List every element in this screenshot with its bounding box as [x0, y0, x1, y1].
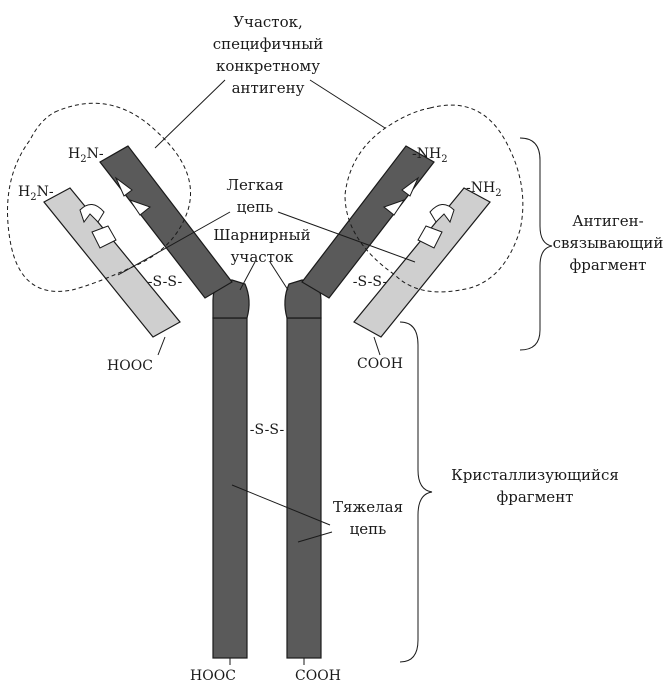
disulfide-right-fab: -S-S-: [353, 274, 388, 290]
antigen-pocket-left-light: [79, 204, 105, 224]
svg-text:Участок,: Участок,: [233, 13, 303, 31]
leader-antigen-site-right: [309, 79, 386, 129]
antigen-pocket-right-light-2: [417, 225, 443, 249]
svg-text:фрагмент: фрагмент: [497, 488, 574, 506]
n-terminal-heavy-left: H2N-: [68, 146, 104, 165]
svg-text:цепь: цепь: [350, 520, 387, 538]
svg-text:специфичный: специфичный: [213, 35, 324, 53]
antigen-notch-left-heavy: [114, 176, 133, 197]
leader-hinge-left: [239, 261, 256, 291]
label-fc: Кристаллизующийся фрагмент: [451, 466, 619, 506]
svg-text:конкретному: конкретному: [216, 57, 320, 75]
antigen-notch-left-heavy-2: [128, 199, 152, 216]
n-terminal-light-left: H2N-: [18, 184, 54, 203]
svg-text:антигену: антигену: [232, 79, 305, 97]
leader-light-chain-right: [277, 211, 416, 263]
leader-antigen-site-left: [154, 79, 226, 149]
heavy-chain-left-stem: [212, 317, 248, 659]
c-terminal-light-right: COOH: [357, 356, 403, 372]
antigen-pocket-left-light-2: [91, 225, 117, 249]
heavy-chain-right-stem: [286, 317, 322, 659]
heavy-chain-left-arm: [99, 145, 233, 299]
antigen-site-outline-right: [344, 104, 524, 293]
antigen-pocket-right-light: [429, 204, 455, 224]
leader-heavy-chain-left: [231, 484, 331, 526]
heavy-chain-right-arm: [301, 145, 435, 299]
label-fab: Антиген- связывающий фрагмент: [553, 212, 664, 274]
label-antigen-site: Участок, специфичный конкретному антиген…: [213, 13, 324, 97]
label-heavy-chain: Тяжелая цепь: [333, 498, 403, 538]
antigen-notch-right-heavy: [401, 176, 420, 197]
svg-text:цепь: цепь: [237, 198, 274, 216]
light-chain-right-arm: [353, 187, 491, 338]
brace-fab: [519, 137, 553, 351]
brace-fc: [399, 321, 433, 663]
svg-text:Легкая: Легкая: [226, 176, 283, 194]
svg-text:Шарнирный: Шарнирный: [213, 226, 310, 244]
svg-text:фрагмент: фрагмент: [570, 256, 647, 274]
leader-light-chain-left: [117, 211, 231, 276]
disulfide-heavy: -S-S-: [250, 422, 285, 438]
svg-text:Кристаллизующийся: Кристаллизующийся: [451, 466, 619, 484]
n-terminal-light-right: -NH2: [466, 180, 502, 199]
svg-text:Тяжелая: Тяжелая: [333, 498, 403, 516]
tick-cooh-right: [373, 336, 381, 356]
tick-hooc-left: [157, 336, 166, 356]
leader-heavy-chain-right: [297, 531, 333, 543]
c-terminal-light-left: HOOC: [107, 358, 153, 374]
antigen-notch-right-heavy-2: [382, 199, 406, 216]
svg-text:участок: участок: [231, 248, 294, 266]
leader-hinge-right: [269, 261, 289, 291]
n-terminal-heavy-right: -NH2: [412, 146, 448, 165]
c-terminal-heavy-left: HOOC: [190, 668, 236, 683]
svg-text:связывающий: связывающий: [553, 234, 664, 252]
c-terminal-heavy-right: COOH: [295, 668, 341, 683]
light-chain-left-arm: [43, 187, 181, 338]
svg-text:Антиген-: Антиген-: [572, 212, 643, 230]
antigen-site-outline-left: [7, 102, 192, 292]
label-light-chain: Легкая цепь: [226, 176, 283, 216]
disulfide-left-fab: -S-S-: [148, 274, 183, 290]
label-hinge: Шарнирный участок: [213, 226, 310, 266]
